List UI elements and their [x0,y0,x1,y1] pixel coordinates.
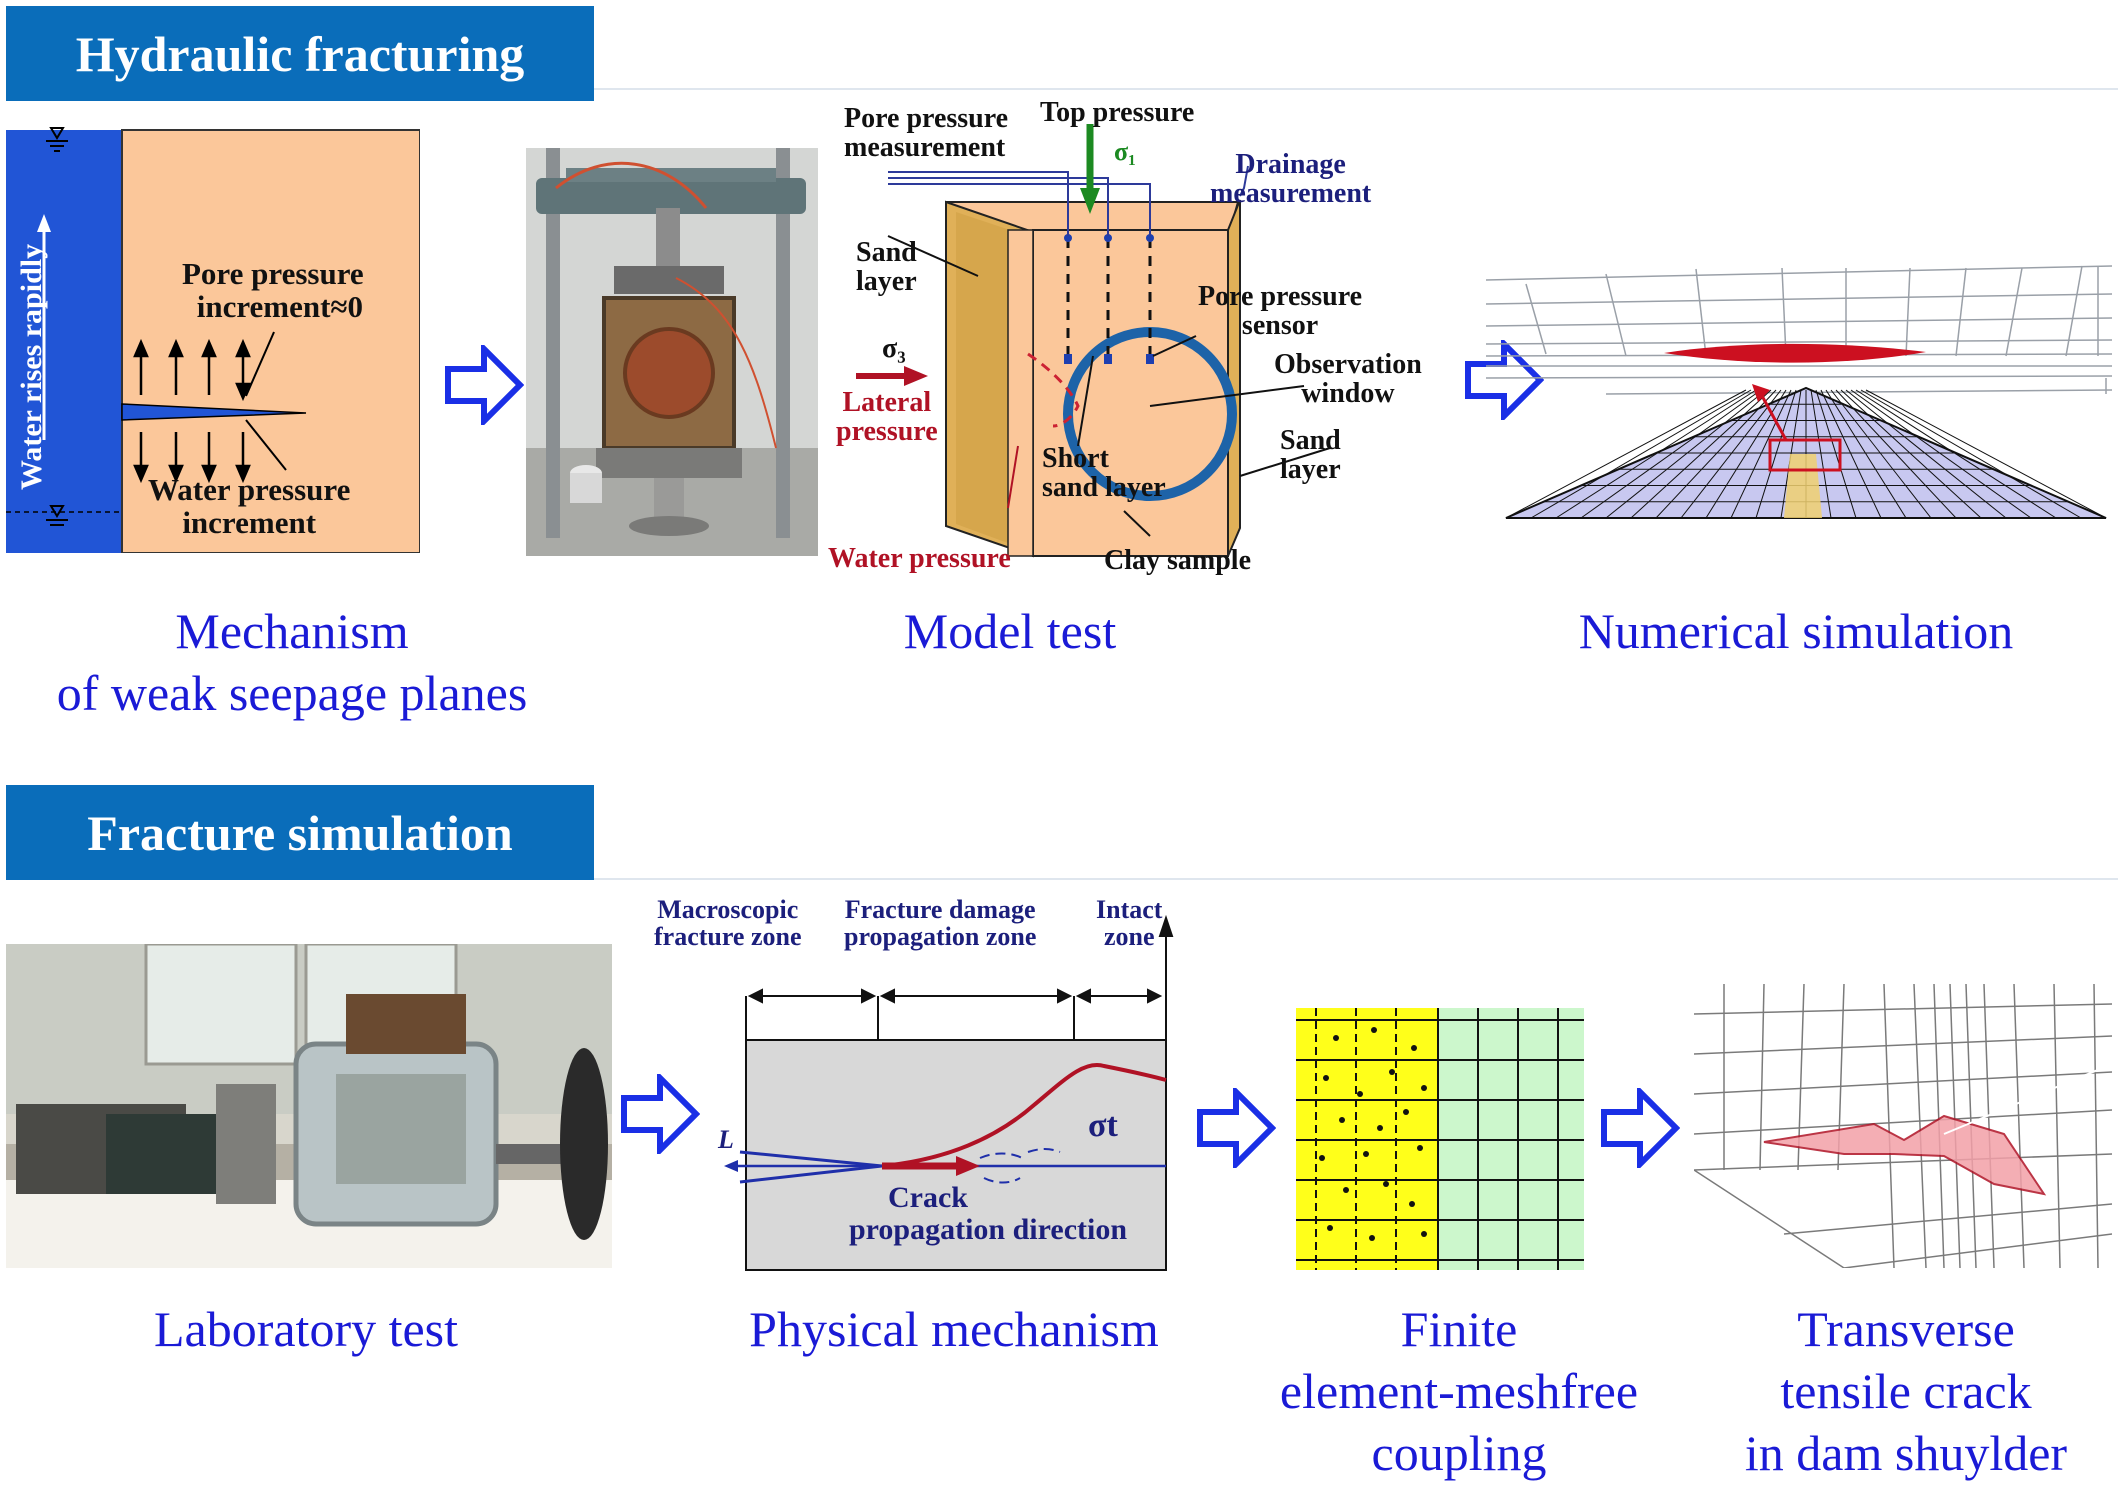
drainage-label: Drainage measurement [1210,149,1372,210]
tensile-crack [1763,1114,2047,1196]
intact-zone-label: Intact zone [1096,895,1163,952]
water-column [6,130,122,553]
pore-measurement-label: Pore pressure measurement [844,103,1009,164]
crack-direction-label: Crack propagation direction [848,1181,1128,1246]
crack-band [1664,343,1926,363]
macroscopic-zone-label: Macroscopic fracture zone [654,895,802,952]
caption-numerical-simulation: Numerical simulation [1578,603,2014,659]
model-test-photo [526,148,818,556]
water-rises-label: Water rises rapidly [15,243,48,490]
zoom-arrow-icon [1752,384,1770,402]
lab-equipment-picture [6,942,612,1268]
caption-finite-element-meshfree: Finite element-meshfree coupling [1279,1301,1639,1481]
laboratory-test-photo [6,942,612,1268]
flow-arrow-icon [445,345,524,425]
dam-shoulder-mesh-svg [1693,983,2113,1269]
water-level-icon [49,127,65,140]
crack-arrow-icon [956,1156,980,1176]
shoulder-mesh [1693,983,2113,1269]
physical-mechanism-diagram: Macroscopic fracture zone Fracture damag… [644,890,1184,1276]
meshfree-coupling-figure [1296,1008,1584,1270]
short-sand-layer [1027,352,1080,428]
water-level-icon [49,505,65,518]
mechanism-diagram: Water rises rapidly Pore pressure increm… [6,120,421,554]
pore-sensor-lines [1066,238,1152,354]
box-front-face [1032,229,1229,557]
section-banner-fracture-simulation: Fracture simulation [6,785,594,880]
damage-zone-label: Fracture damage propagation zone [844,895,1037,952]
sigma-t-label: σt [1088,1107,1118,1144]
physical-mechanism-svg [724,914,1174,1271]
axis-L-label: L [718,1125,734,1154]
specimen-box [745,1039,1167,1271]
flow-arrow-icon [621,1074,700,1154]
section-divider [594,878,2118,880]
sand-layer-right-label: Sand layer [1280,425,1341,486]
lateral-pressure-label: Lateral pressure [836,387,938,448]
pore-pressure-label: Pore pressure increment≈0 [182,256,364,324]
model-test-schematic: Pore pressure measurement Top pressure σ… [828,96,1468,586]
pressure-arrow-both [235,338,251,402]
observation-window-label: Observation window [1274,349,1422,410]
caption-model-test: Model test [903,603,1117,659]
water-pressure-label: Water pressure increment [148,472,351,540]
flow-arrow-icon [1465,340,1544,420]
loading-frame-picture [526,148,818,556]
caption-transverse-tensile-crack: Transverse tensile crack in dam shuylder [1744,1301,2068,1481]
crack-wedge [121,403,307,421]
numerical-simulation-figure [1485,244,2113,528]
pressure-arrows-down [133,432,251,484]
coupling-grid-svg [1296,1008,1584,1270]
short-sand-label: Short sand layer [1042,443,1166,504]
clay-sample-label: Clay sample [1104,545,1251,576]
transverse-crack-figure [1693,983,2113,1269]
caption-laboratory-test: Laboratory test [153,1301,459,1357]
section-title: Hydraulic fracturing [75,25,525,82]
meshfree-nodes [1319,1027,1427,1241]
axis-arrow-icon [1158,914,1174,937]
upper-mesh [1485,265,2113,395]
water-pressure-label: Water pressure [828,543,1011,574]
mechanism-svg [6,127,421,554]
sand-layer-label: Sand layer [856,237,917,298]
soil-block [121,129,421,554]
top-pressure-label: Top pressure [1040,97,1195,128]
pressure-arrows-up [133,338,217,395]
section-divider [594,88,2118,90]
simulation-mesh-svg [1485,265,2113,519]
pore-sensor-label: Pore pressure sensor [1198,281,1363,342]
grid-lines [1296,1008,1584,1270]
zoom-box [1768,438,1842,472]
rise-arrow-icon [37,214,51,232]
model-box-svg [856,124,1331,558]
caption-mechanism: Mechanism of weak seepage planes [56,603,528,721]
section-banner-hydraulic-fracturing: Hydraulic fracturing [6,6,594,101]
section-title: Fracture simulation [87,804,513,861]
sigma1-label: σ₁ [1114,137,1136,166]
stress-curve [881,1062,1167,1168]
sigma3-label: σ₃ [882,333,906,364]
flow-arrow-icon [1197,1088,1276,1168]
flow-arrow-icon [1601,1088,1680,1168]
caption-physical-mechanism: Physical mechanism [749,1301,1159,1357]
sand-layer-right [1227,199,1241,557]
